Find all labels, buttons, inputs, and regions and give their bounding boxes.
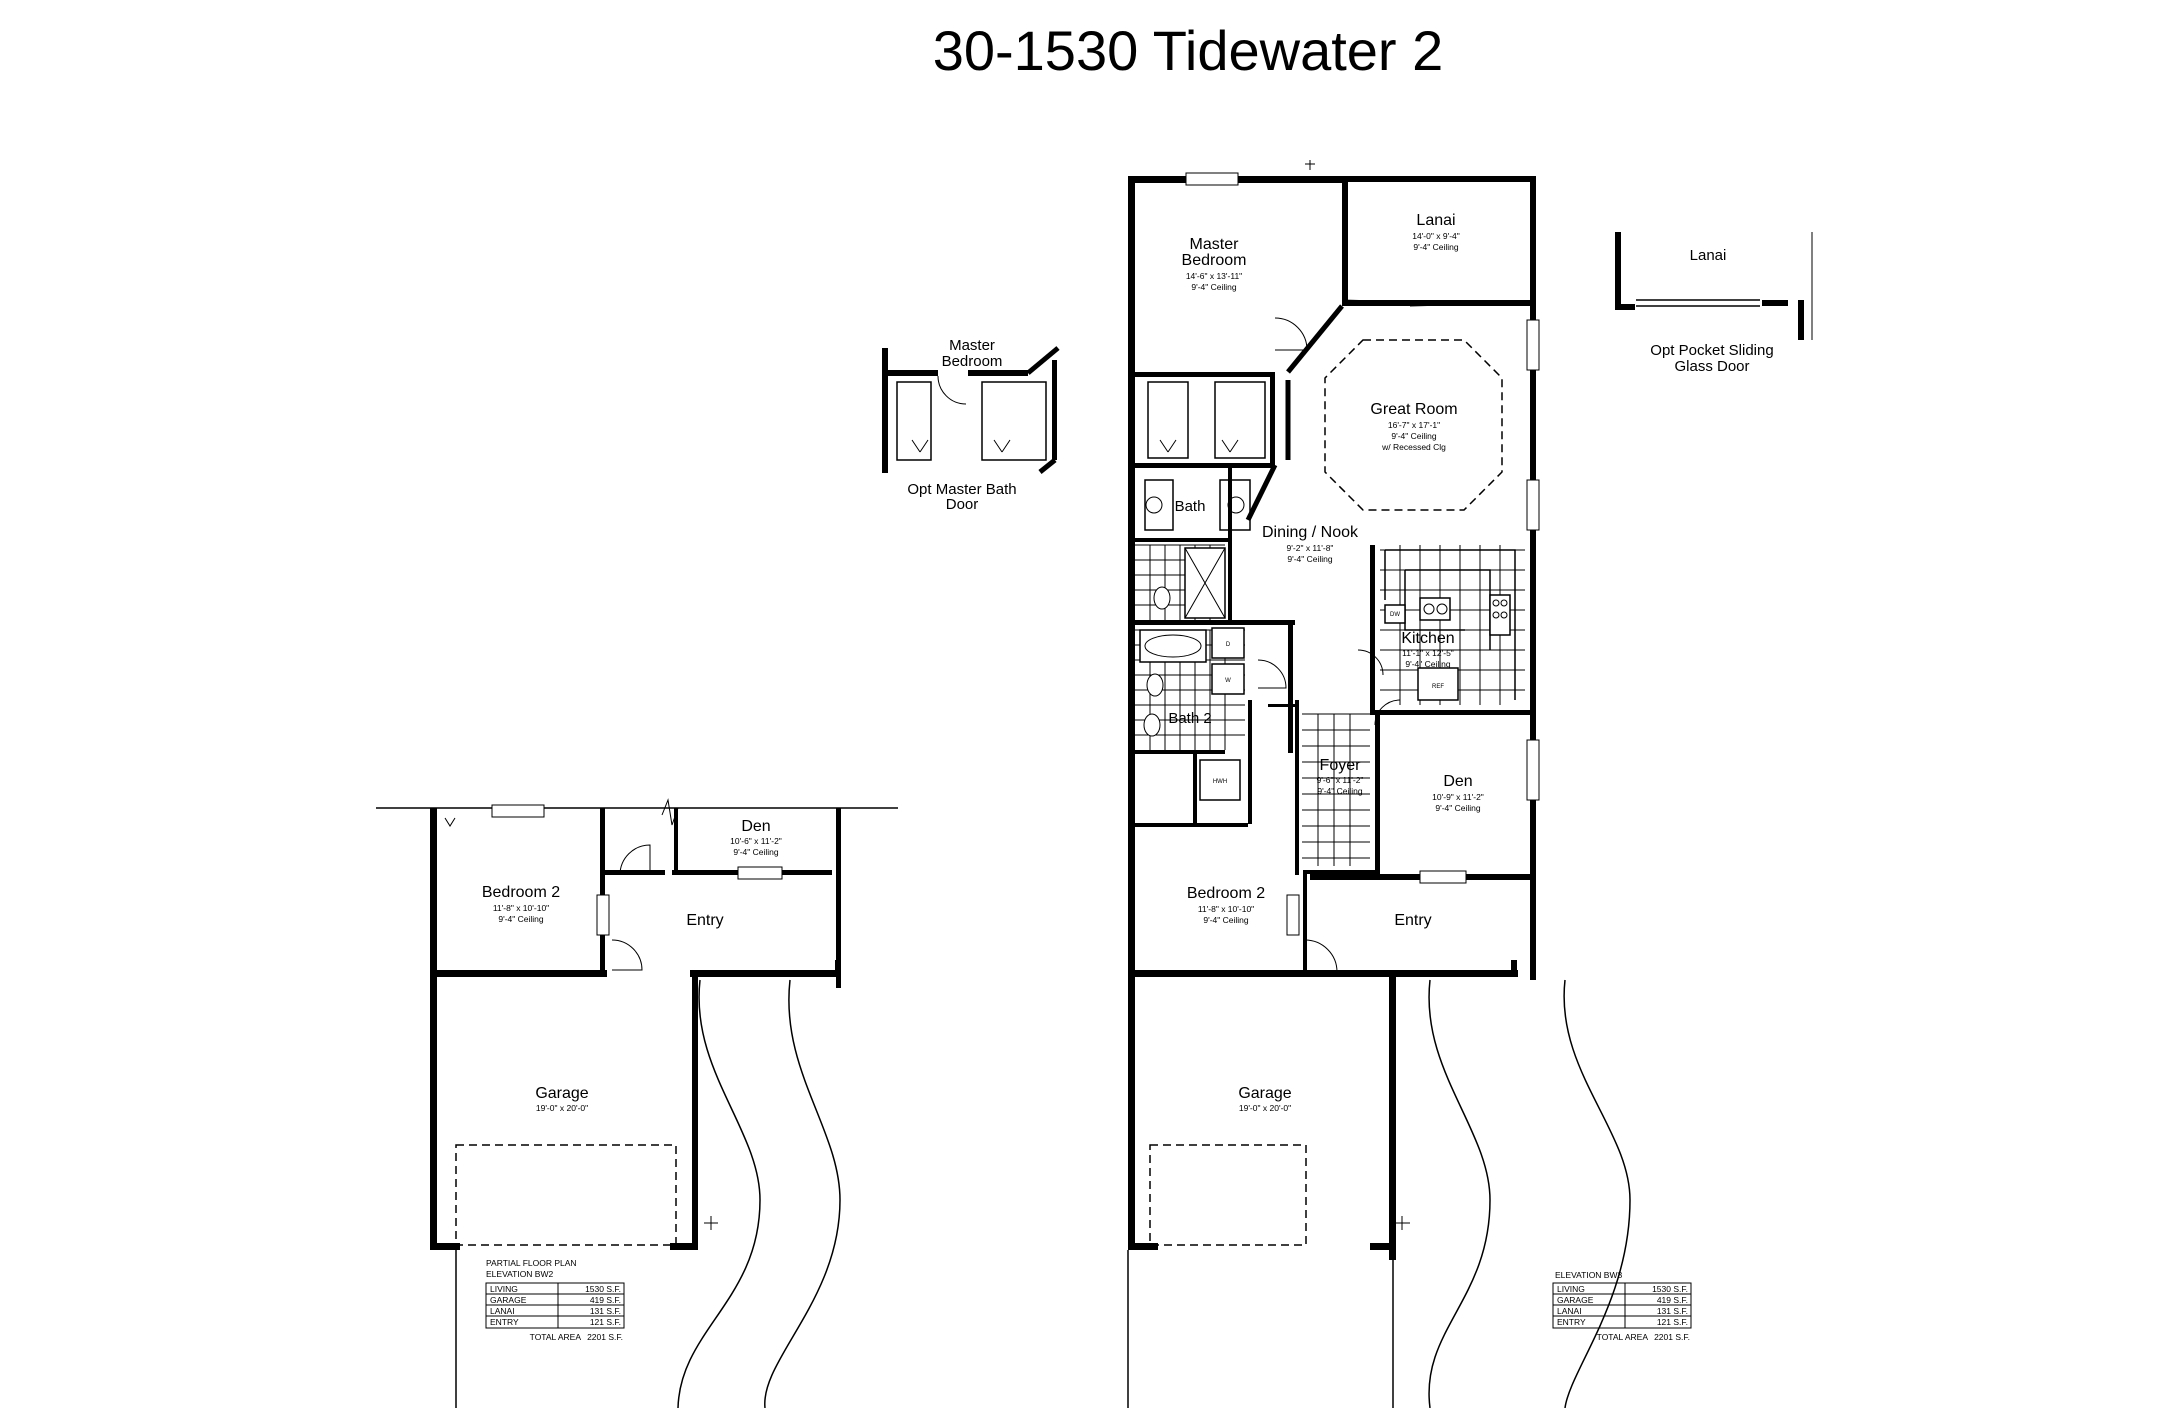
main-area-table: ELEVATION BW3 LIVING 1530 S.F. GARAGE 41… — [1552, 1270, 1692, 1342]
room-name: Den — [741, 818, 770, 835]
sheet-title: 30-1530 Tidewater 2 — [933, 19, 1444, 82]
table-row-label: ENTRY — [1557, 1317, 1586, 1327]
option-master-bath-door: Master Bedroom Opt Master Bath Door — [882, 337, 1060, 513]
room-ceiling: 9'-4" Ceiling — [1435, 803, 1481, 813]
room-foyer: Foyer 9'-6" x 11'-2" 9'-4" Ceiling — [1317, 757, 1364, 796]
room-dims: 10'-9" x 11'-2" — [1432, 792, 1484, 802]
room-dims: 9'-6" x 11'-2" — [1317, 775, 1364, 785]
room-bath-2: Bath 2 — [1168, 710, 1211, 727]
option-caption-line2: Glass Door — [1674, 358, 1749, 375]
option-room-name: Master — [949, 337, 995, 354]
room-dims: 11'-8" x 10'-10" — [493, 903, 549, 913]
room-lanai: Lanai 14'-0" x 9'-4" 9'-4" Ceiling — [1412, 212, 1460, 252]
option-caption-line2: Door — [946, 496, 979, 513]
room-dims: 11'-1" x 12'-5" — [1402, 648, 1454, 658]
room-name: Dining / Nook — [1262, 524, 1359, 541]
room-name: Garage — [535, 1085, 588, 1102]
table-row-value: 419 S.F. — [590, 1295, 621, 1305]
room-dims: 19'-0" x 20'-0" — [536, 1103, 588, 1113]
table-total-label: TOTAL AREA — [530, 1332, 582, 1342]
table-total-label: TOTAL AREA — [1597, 1332, 1649, 1342]
appliance-washer: W — [1225, 678, 1231, 684]
room-ceiling: 9'-4" Ceiling — [1413, 242, 1459, 252]
table-row-value: 121 S.F. — [590, 1317, 621, 1327]
room-dining-nook: Dining / Nook 9'-2" x 11'-8" 9'-4" Ceili… — [1262, 524, 1359, 564]
room-note: w/ Recessed Clg — [1381, 442, 1446, 452]
room-dims: 10'-6" x 11'-2" — [730, 836, 782, 846]
table-row-value: 121 S.F. — [1657, 1317, 1688, 1327]
room-name: Lanai — [1416, 212, 1455, 229]
room-name: Master — [1190, 236, 1240, 253]
option-room-name-line2: Bedroom — [942, 353, 1003, 370]
main-plan-labels: Master Bedroom 14'-6" x 13'-11" 9'-4" Ce… — [1168, 212, 1484, 1113]
option-caption: Opt Pocket Sliding — [1650, 342, 1773, 359]
room-ceiling: 9'-4" Ceiling — [1191, 282, 1237, 292]
elevation-label: ELEVATION BW2 — [486, 1269, 554, 1279]
table-total-value: 2201 S.F. — [1654, 1332, 1690, 1342]
room-ceiling: 9'-4" Ceiling — [498, 914, 544, 924]
room-ceiling: 9'-4" Ceiling — [1391, 431, 1437, 441]
room-name: Kitchen — [1401, 630, 1454, 647]
partial-area-table: PARTIAL FLOOR PLAN ELEVATION BW2 LIVING … — [485, 1258, 625, 1342]
table-row-value: 1530 S.F. — [585, 1284, 621, 1294]
table-row-label: GARAGE — [1557, 1295, 1594, 1305]
room-name: Garage — [1238, 1085, 1291, 1102]
room-great-room: Great Room 16'-7" x 17'-1" 9'-4" Ceiling… — [1370, 401, 1457, 452]
room-bath: Bath — [1175, 498, 1206, 515]
table-row-label: LANAI — [1557, 1306, 1582, 1316]
room-name: Foyer — [1320, 757, 1362, 774]
appliance-dishwasher: DW — [1390, 612, 1400, 618]
room-dims: 16'-7" x 17'-1" — [1388, 420, 1440, 430]
room-entry: Entry — [1394, 912, 1431, 929]
table-row-value: 419 S.F. — [1657, 1295, 1688, 1305]
room-dims: 11'-8" x 10'-10" — [1198, 904, 1254, 914]
option-room-name: Lanai — [1690, 247, 1727, 264]
option-pocket-sliding-door: Lanai Opt Pocket Sliding Glass Door — [1615, 232, 1813, 375]
room-den: Den 10'-9" x 11'-2" 9'-4" Ceiling — [1432, 773, 1484, 813]
plan-label: PARTIAL FLOOR PLAN — [486, 1258, 577, 1268]
room-kitchen: Kitchen 11'-1" x 12'-5" 9'-4" Ceiling — [1401, 630, 1454, 669]
room-name: Den — [1443, 773, 1472, 790]
room-name: Bedroom 2 — [1187, 885, 1265, 902]
room-dims: 9'-2" x 11'-8" — [1287, 543, 1334, 553]
main-floor-plan — [1127, 160, 1631, 1408]
table-row-label: ENTRY — [490, 1317, 519, 1327]
room-dims: 14'-0" x 9'-4" — [1412, 231, 1460, 241]
room-garage: Garage 19'-0" x 20'-0" — [1238, 1085, 1291, 1113]
room-name: Great Room — [1370, 401, 1457, 418]
appliance-refrigerator: REF — [1432, 684, 1444, 690]
partial-room-garage: Garage 19'-0" x 20'-0" — [535, 1085, 588, 1113]
table-row-label: GARAGE — [490, 1295, 527, 1305]
room-ceiling: 9'-4" Ceiling — [1203, 915, 1249, 925]
room-ceiling: 9'-4" Ceiling — [1405, 659, 1451, 669]
partial-room-entry: Entry — [686, 912, 723, 929]
room-name-line2: Bedroom — [1182, 252, 1247, 269]
elevation-label: ELEVATION BW3 — [1555, 1270, 1623, 1280]
room-ceiling: 9'-4" Ceiling — [1287, 554, 1333, 564]
table-row-label: LIVING — [490, 1284, 518, 1294]
appliance-water-heater: HWH — [1213, 779, 1227, 785]
partial-plan-labels: Den 10'-6" x 11'-2" 9'-4" Ceiling Bedroo… — [482, 818, 782, 1113]
table-row-value: 1530 S.F. — [1652, 1284, 1688, 1294]
room-ceiling: 9'-4" Ceiling — [733, 847, 779, 857]
room-name: Bedroom 2 — [482, 884, 560, 901]
table-row-label: LIVING — [1557, 1284, 1585, 1294]
room-dims: 19'-0" x 20'-0" — [1239, 1103, 1291, 1113]
partial-room-bedroom-2: Bedroom 2 11'-8" x 10'-10" 9'-4" Ceiling — [482, 884, 560, 924]
table-row-value: 131 S.F. — [590, 1306, 621, 1316]
room-dims: 14'-6" x 13'-11" — [1186, 271, 1242, 281]
partial-room-den: Den 10'-6" x 11'-2" 9'-4" Ceiling — [730, 818, 782, 857]
appliance-dryer: D — [1226, 642, 1231, 648]
option-caption: Opt Master Bath — [907, 481, 1016, 498]
partial-floor-plan — [376, 798, 898, 1408]
room-master-bedroom: Master Bedroom 14'-6" x 13'-11" 9'-4" Ce… — [1182, 236, 1247, 292]
table-row-value: 131 S.F. — [1657, 1306, 1688, 1316]
table-row-label: LANAI — [490, 1306, 515, 1316]
room-ceiling: 9'-4" Ceiling — [1317, 786, 1363, 796]
table-total-value: 2201 S.F. — [587, 1332, 623, 1342]
room-bedroom-2: Bedroom 2 11'-8" x 10'-10" 9'-4" Ceiling — [1187, 885, 1265, 925]
